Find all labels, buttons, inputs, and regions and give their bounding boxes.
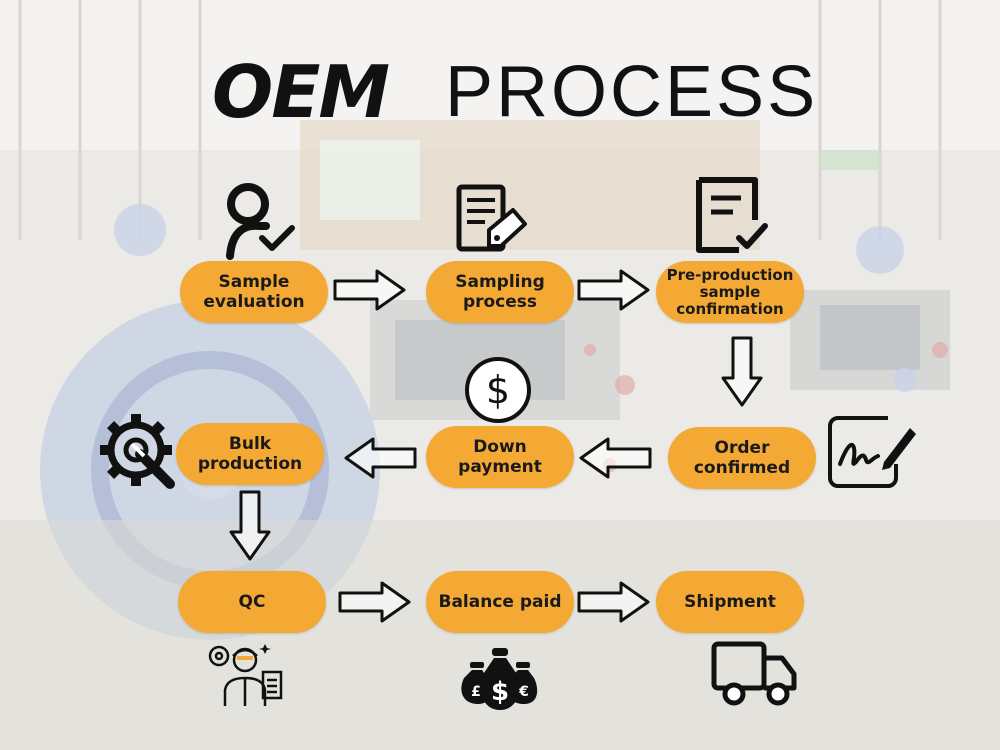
step-balance-paid: Balance paid [426,571,574,633]
arrow-down-2 [229,490,271,561]
person-check-icon [226,183,295,260]
gear-wrench-icon [100,414,175,489]
step-sampling-process: Sampling process [426,261,574,323]
step-qc: QC [178,571,326,633]
title-process: PROCESS [445,52,819,132]
svg-text:$: $ [491,677,509,707]
arrow-right-4 [577,581,650,623]
document-check-icon [696,177,768,253]
inspector-icon [208,644,283,706]
title-oem: OEM [212,50,390,134]
step-sample-evaluation: Sample evaluation [180,261,328,323]
arrow-right-3 [338,581,411,623]
arrow-left-2 [344,437,417,479]
money-bags-icon: $ £ € [461,648,538,710]
step-order-confirmed: Order confirmed [668,427,816,489]
dollar-coin-icon: $ [465,357,531,423]
document-tag-icon [456,184,527,252]
step-pre-production-sample-confirmation: Pre-production sample confirmation [656,261,804,323]
svg-text:€: € [518,684,529,700]
signature-icon [828,416,916,488]
svg-text:£: £ [471,684,481,700]
arrow-right-2 [577,269,650,311]
step-down-payment: Down payment [426,426,574,488]
delivery-truck-icon [711,641,797,706]
arrow-left-1 [579,437,652,479]
step-bulk-production: Bulk production [176,423,324,485]
arrow-right-1 [333,269,406,311]
step-shipment: Shipment [656,571,804,633]
svg-text:$: $ [486,368,510,412]
arrow-down-1 [721,336,763,407]
